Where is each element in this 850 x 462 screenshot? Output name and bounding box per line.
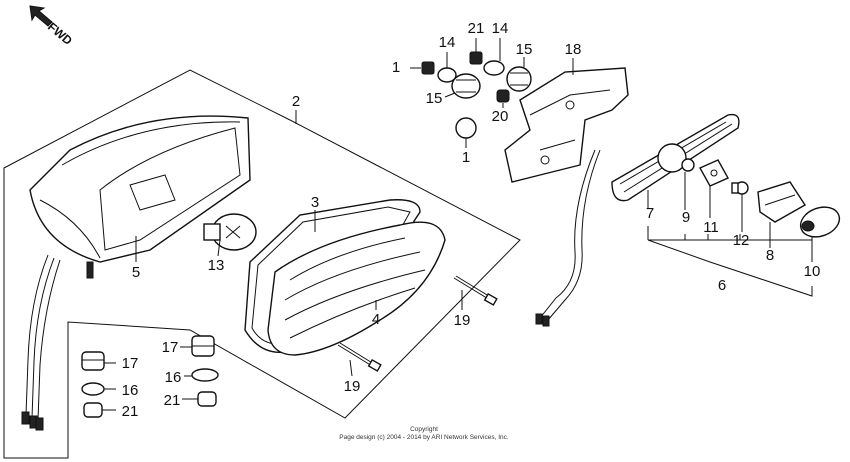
callout-15: 15: [426, 90, 443, 107]
copyright-line-1: Copyright: [410, 426, 438, 433]
part-lens: [267, 221, 446, 356]
callout-13: 13: [208, 257, 225, 274]
part-license-bracket: [504, 67, 629, 183]
assembly-boundary: [3, 69, 521, 459]
callout-1: 1: [462, 149, 470, 166]
callout-19: 19: [344, 378, 361, 395]
subassembly-boundary: [647, 226, 813, 297]
callout-10: 10: [804, 263, 821, 280]
callout-19: 19: [454, 312, 471, 329]
part-screw-b: [337, 342, 382, 372]
callout-12: 12: [733, 232, 750, 249]
part-grommet-15-right: [506, 66, 532, 92]
part-washer-16-right: [191, 368, 219, 382]
part-small-bulb: [731, 181, 749, 195]
part-grommet-15-left: [451, 73, 481, 99]
part-bracket-wires: [535, 149, 601, 327]
callout-16: 16: [165, 369, 182, 386]
callout-15: 15: [516, 41, 533, 58]
fwd-arrow-icon: [29, 5, 53, 27]
callout-7: 7: [646, 205, 654, 222]
part-nut-21-top: [469, 51, 483, 65]
part-screw-a: [453, 275, 498, 306]
callout-21: 21: [122, 403, 139, 420]
callout-18: 18: [565, 41, 582, 58]
part-collar-14-right: [483, 60, 505, 76]
part-grommet-1: [455, 117, 477, 139]
callout-21: 21: [468, 20, 485, 37]
callout-21: 1: [392, 59, 400, 76]
callout-17: 17: [122, 355, 139, 372]
part-marker-housing: [757, 181, 806, 223]
fwd-label: FWD: [45, 20, 75, 49]
callout-14: 14: [439, 34, 456, 51]
part-gasket-small: [699, 159, 729, 187]
callout-17: 17: [162, 339, 179, 356]
callout-3: 3: [311, 194, 319, 211]
callout-4: 4: [372, 311, 380, 328]
part-housing: [29, 115, 251, 263]
callout-14: 14: [492, 20, 509, 37]
part-housing-wires: [21, 254, 94, 431]
callout-6: 6: [718, 277, 726, 294]
callout-5: 5: [132, 264, 140, 281]
callout-16: 16: [122, 382, 139, 399]
part-nut-20: [496, 89, 510, 103]
callouts: 1 14 15 21 14 15 20 1 18 2 3 4 5 13 19 1…: [122, 20, 821, 420]
part-nut-21-right: [197, 391, 217, 407]
callout-21: 21: [164, 392, 181, 409]
callout-11: 11: [703, 219, 719, 236]
part-washer-16-left: [81, 382, 105, 396]
part-bulb: [203, 213, 257, 251]
callout-20: 20: [492, 108, 509, 125]
part-socket: [657, 143, 695, 173]
callout-9: 9: [682, 209, 690, 226]
callout-2: 2: [292, 93, 300, 110]
copyright-line-2: Page design (c) 2004 - 2014 by ARI Netwo…: [339, 434, 509, 441]
part-nut-21-top-left: [421, 61, 435, 75]
part-grommet-17-left: [81, 351, 105, 371]
part-grommet-17-right: [191, 335, 215, 357]
part-marker-lens: [799, 206, 841, 238]
callout-8: 8: [766, 247, 774, 264]
leader-lines: [102, 38, 813, 411]
part-nut-21-left: [83, 402, 103, 418]
